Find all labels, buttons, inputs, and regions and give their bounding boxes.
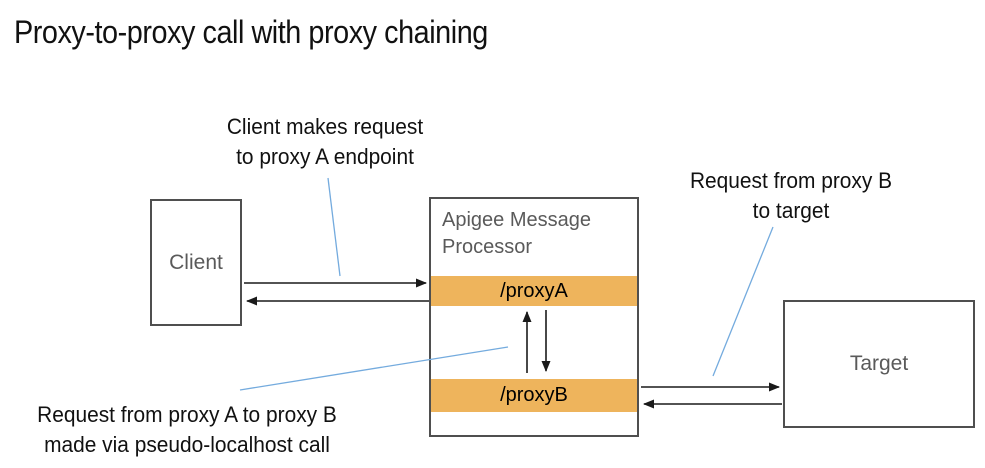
target-node: Target [783, 300, 975, 428]
proxy-a-endpoint-bar: /proxyA [431, 276, 637, 306]
proxy-b-endpoint-bar: /proxyB [431, 379, 637, 412]
annotation-client-request: Client makes request to proxy A endpoint [226, 114, 424, 169]
apigee-node-label: Apigee Message Processor [442, 209, 591, 258]
client-node: Client [150, 199, 242, 326]
diagram-title: Proxy-to-proxy call with proxy chaining [14, 14, 488, 50]
leader-proxyb-to-target [712, 226, 774, 377]
leader-client-request [327, 177, 341, 277]
annotation-proxya-to-proxyb: Request from proxy A to proxy B made via… [37, 402, 337, 457]
apigee-message-processor-node: Apigee Message Processor /proxyA /proxyB [429, 197, 639, 437]
target-node-label: Target [849, 352, 909, 375]
client-node-label: Client [169, 250, 223, 274]
proxy-b-label: /proxyB [500, 384, 568, 406]
proxy-a-label: /proxyA [500, 279, 568, 302]
annotation-proxyb-to-target: Request from proxy B to target [689, 168, 893, 223]
